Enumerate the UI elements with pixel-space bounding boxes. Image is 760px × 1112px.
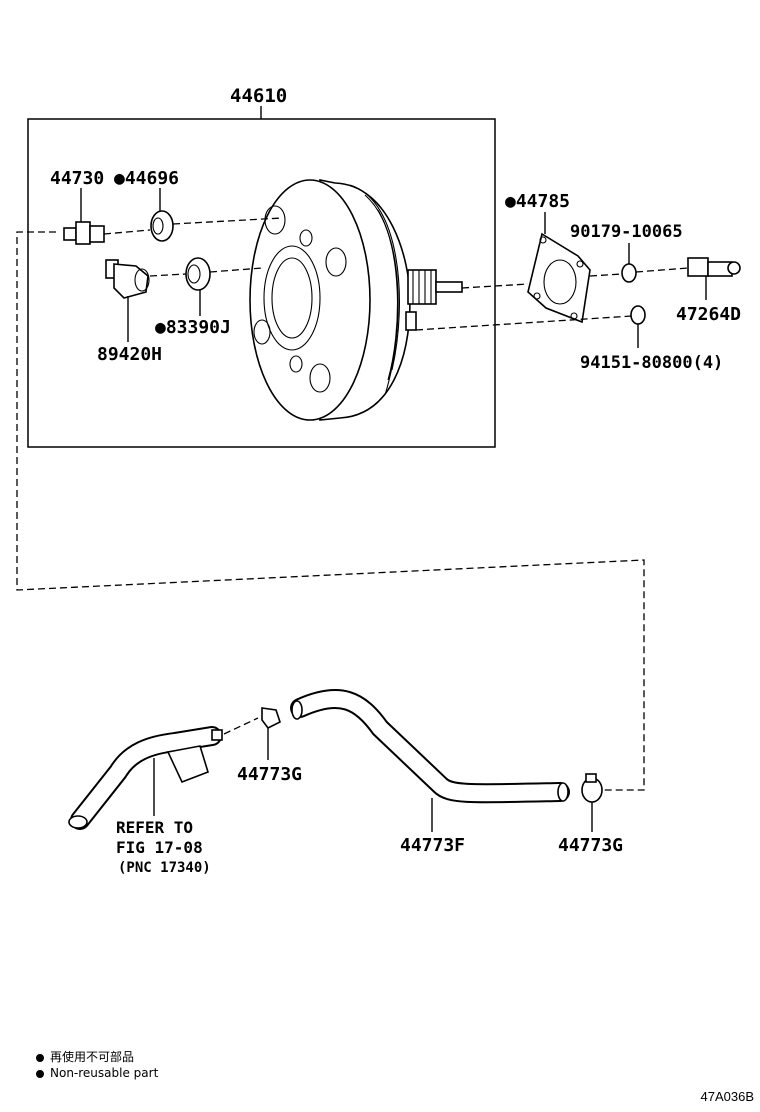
hose-clip-left-part [261, 707, 281, 760]
figure-code: 47A036B [700, 1089, 755, 1104]
label-44610: 44610 [230, 85, 287, 107]
refer-line-2: FIG 17-08 [116, 838, 203, 857]
label-44773f: 44773F [400, 835, 465, 856]
refer-line-1: REFER TO [116, 818, 193, 837]
intake-pipe-part [68, 726, 223, 830]
label-44785: ●44785 [505, 191, 570, 212]
bullet-icon [36, 1069, 44, 1078]
label-47264d: 47264D [676, 304, 741, 325]
legend-jp-text: 再使用不可部品 [50, 1050, 135, 1064]
brake-booster-drum [249, 179, 463, 421]
legend-jp: 再使用不可部品 [36, 1048, 134, 1065]
refer-line-3: (PNC 17340) [118, 860, 211, 876]
gasket-part [527, 212, 591, 324]
bullet-icon [36, 1053, 44, 1062]
label-44773g-left: 44773G [237, 764, 302, 785]
label-44730: 44730 [50, 168, 104, 189]
label-44696: ●44696 [114, 168, 179, 189]
label-90179-10065: 90179-10065 [570, 222, 683, 242]
grommet-sensor-part [185, 257, 211, 316]
check-valve-part [63, 188, 105, 245]
clevis-part [687, 257, 741, 300]
grommet-part [150, 188, 174, 242]
sensor-part [105, 259, 150, 342]
label-94151-80800: 94151-80800(4) [580, 353, 723, 373]
label-89420h: 89420H [97, 344, 162, 365]
hose-clip-right-part [581, 773, 603, 832]
nut-4-part [630, 305, 646, 348]
label-83390j: ●83390J [155, 317, 231, 338]
legend-en: Non-reusable part [36, 1066, 158, 1080]
label-44773g-right: 44773G [558, 835, 623, 856]
legend-en-text: Non-reusable part [50, 1066, 159, 1080]
nut-part [621, 243, 637, 283]
vacuum-hose-part [290, 688, 570, 832]
